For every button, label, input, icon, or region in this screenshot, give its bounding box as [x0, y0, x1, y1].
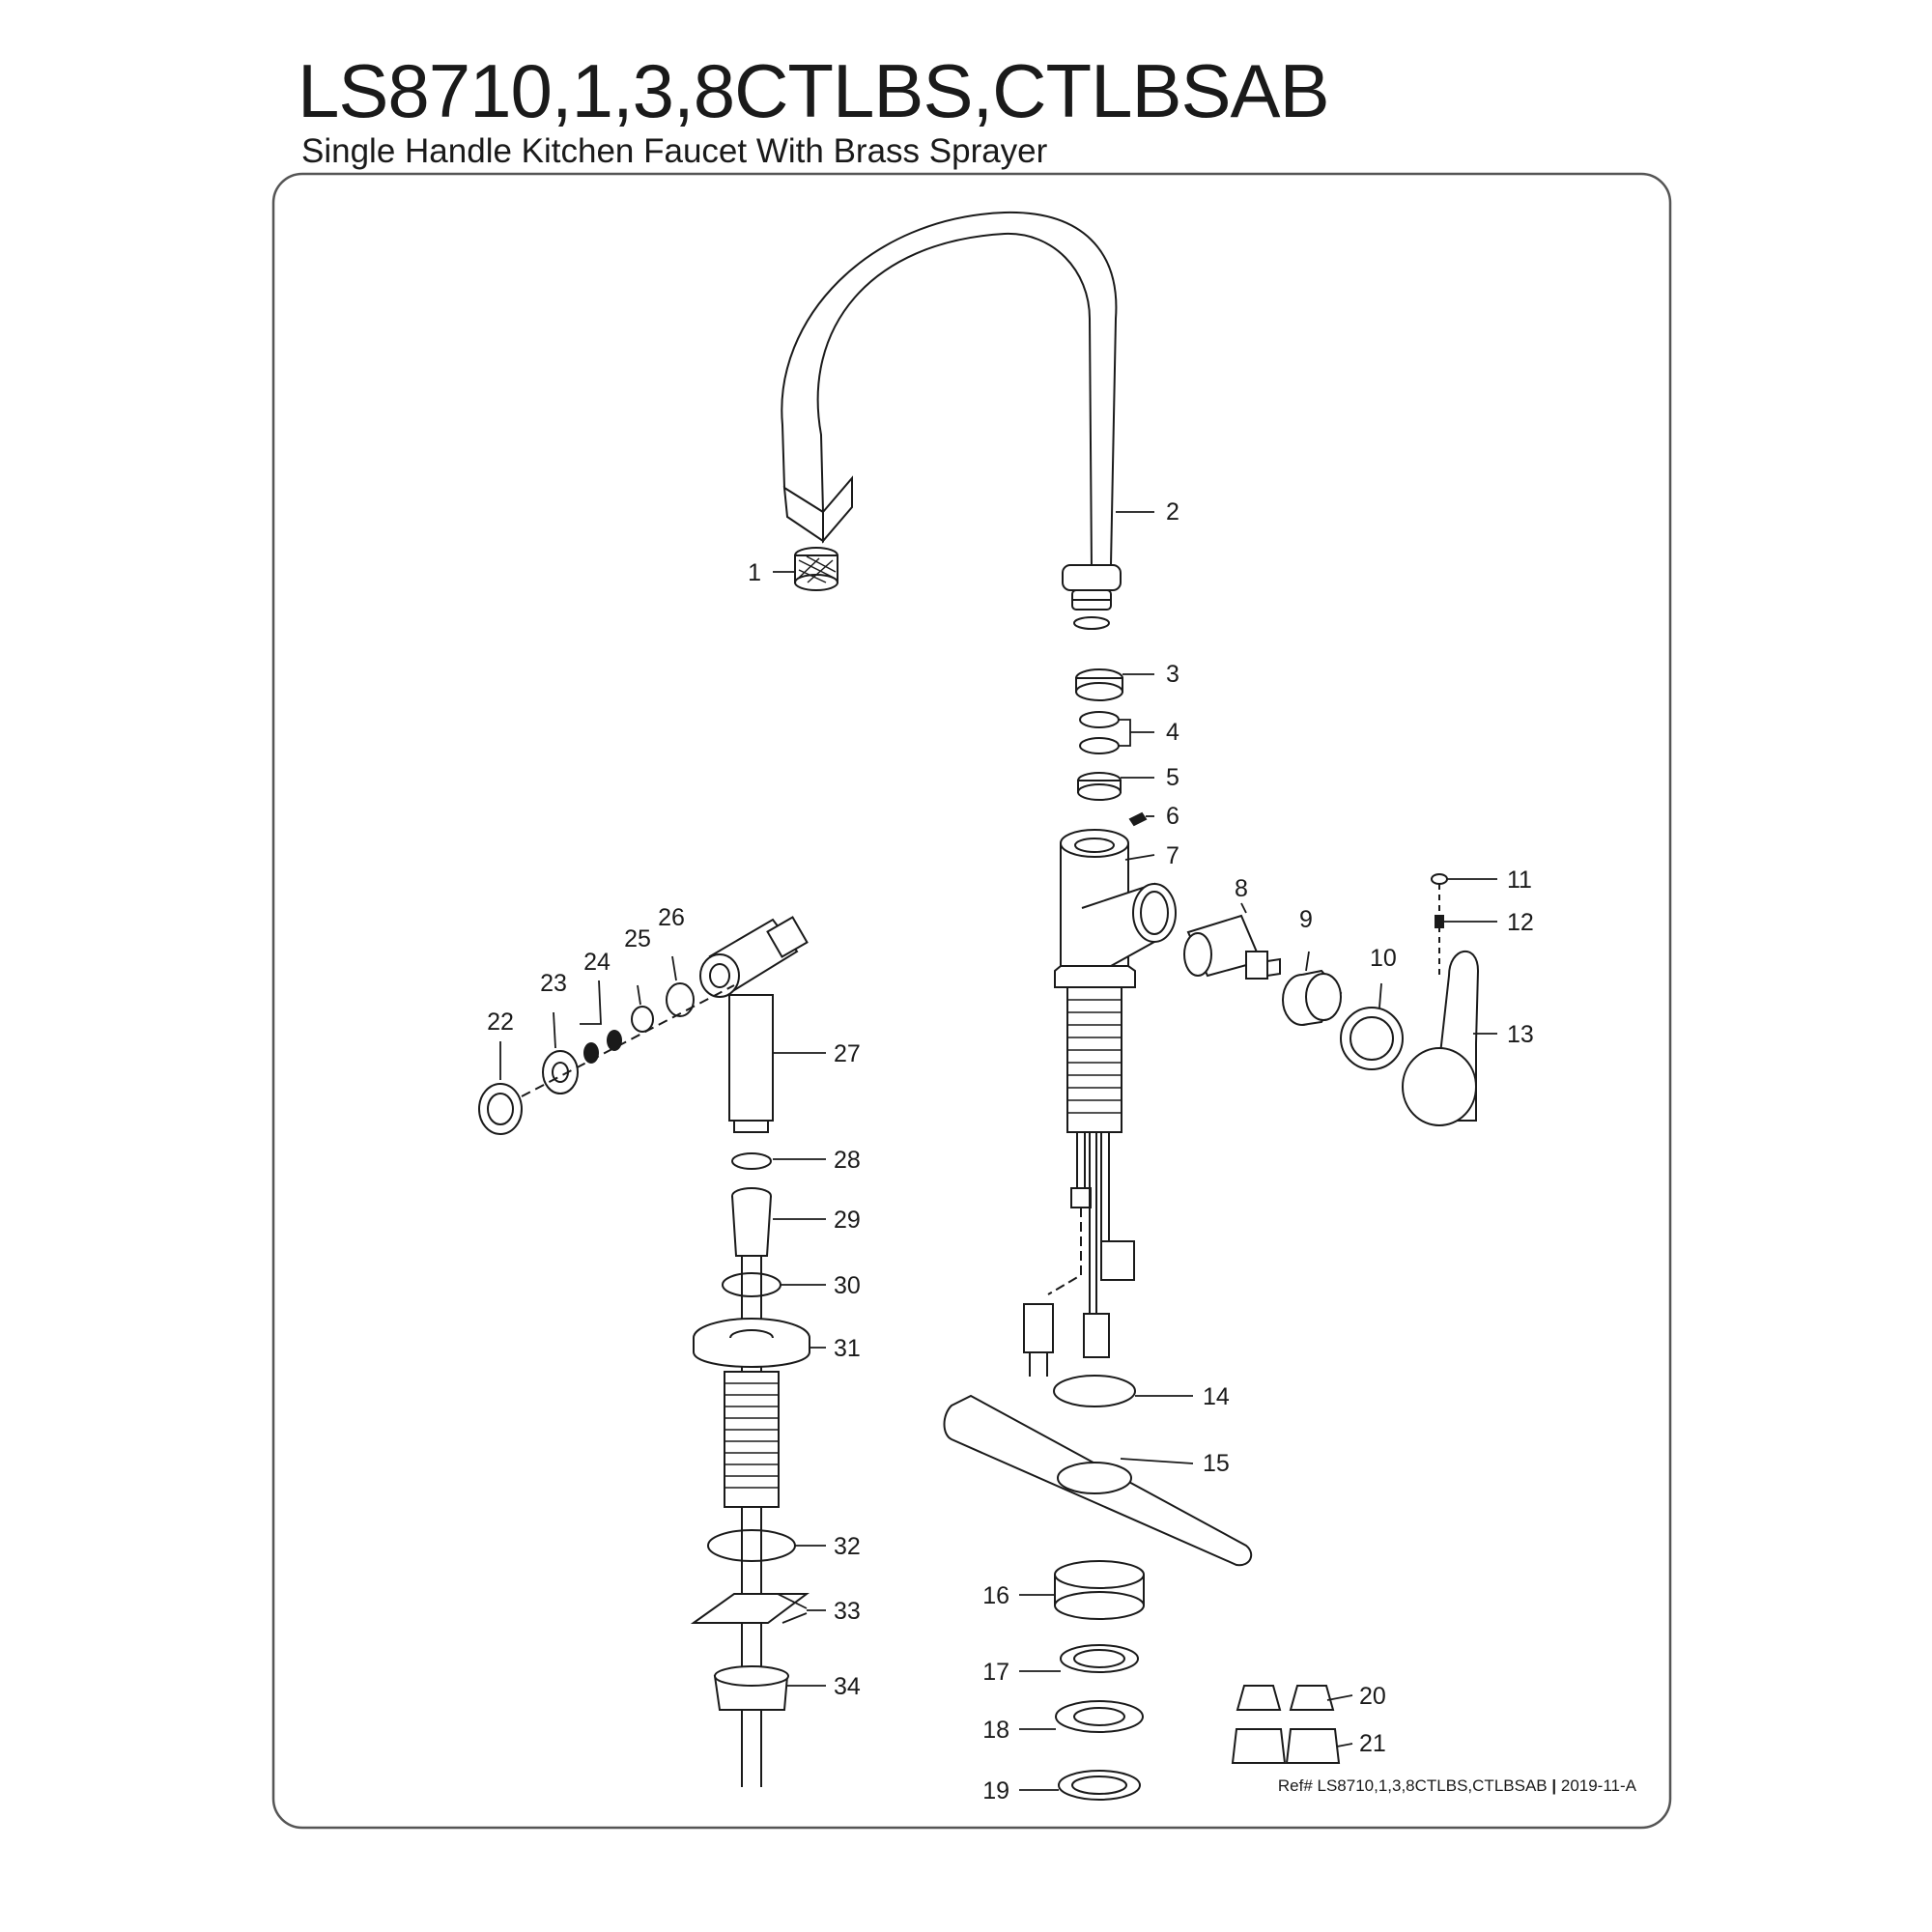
- nut-part-5: [1077, 772, 1122, 801]
- callout-26: 26: [658, 904, 685, 931]
- callout-19: 19: [982, 1777, 1009, 1804]
- o-ring-part-4b: [1079, 737, 1120, 754]
- leader-lines: [499, 511, 1497, 1791]
- washer-part-16: [1054, 1560, 1145, 1620]
- callout-28: 28: [834, 1147, 861, 1174]
- callout-22: 22: [487, 1009, 514, 1036]
- callout-25: 25: [624, 925, 651, 952]
- sprayer-head-part-27: [699, 916, 809, 1133]
- cap-part-10: [1340, 1007, 1404, 1070]
- callout-11: 11: [1507, 867, 1532, 894]
- washer-part-17: [1060, 1644, 1139, 1673]
- callout-7: 7: [1166, 842, 1179, 869]
- body-part-7: [1054, 829, 1177, 1133]
- handle-screw-part-11: [1431, 873, 1448, 885]
- callout-33: 33: [834, 1598, 861, 1625]
- nut-part-19: [1058, 1770, 1141, 1801]
- diagram-title: LS8710,1,3,8CTLBS,CTLBSAB: [298, 48, 1330, 133]
- o-ring-part-28: [731, 1152, 772, 1170]
- callout-6: 6: [1166, 803, 1179, 830]
- washers-part-24: [583, 1030, 622, 1064]
- callout-31: 31: [834, 1335, 861, 1362]
- spray-face-part-22: [478, 1083, 523, 1135]
- plate-part-33: [690, 1593, 810, 1624]
- callout-10: 10: [1370, 945, 1397, 972]
- set-screw-part-6: [1128, 811, 1148, 827]
- callout-labels: 1 2 3 4 5 6 7 8 9 10 11 12 13 14 15 16 1…: [487, 498, 1534, 1804]
- callout-15: 15: [1203, 1450, 1230, 1477]
- callout-23: 23: [540, 970, 567, 997]
- reference-number: Ref# LS8710,1,3,8CTLBS,CTLBSAB: [1277, 1776, 1548, 1795]
- revision-date: 2019-11-A: [1560, 1776, 1636, 1795]
- nut-part-3: [1075, 668, 1123, 701]
- callout-4: 4: [1166, 719, 1179, 746]
- spray-disc-part-23: [542, 1050, 579, 1094]
- diagram-frame: [271, 172, 1672, 1830]
- washer-part-26: [666, 982, 695, 1017]
- spout-part-2: [781, 211, 1122, 630]
- o-ring-part-25: [631, 1006, 654, 1033]
- callout-9: 9: [1299, 906, 1313, 933]
- callout-29: 29: [834, 1207, 861, 1234]
- washer-part-32: [707, 1529, 796, 1562]
- diagram-subtitle: Single Handle Kitchen Faucet With Brass …: [301, 132, 1048, 170]
- callout-13: 13: [1507, 1021, 1534, 1048]
- callout-34: 34: [834, 1673, 861, 1700]
- deck-plate-part-15: [943, 1394, 1253, 1567]
- o-ring-part-4a: [1079, 711, 1120, 728]
- callout-5: 5: [1166, 764, 1179, 791]
- footer-separator: |: [1551, 1776, 1557, 1795]
- cartridge-part-8: [1183, 914, 1281, 980]
- callout-3: 3: [1166, 661, 1179, 688]
- callout-20: 20: [1359, 1683, 1386, 1710]
- ferrules-part-20: [1236, 1685, 1335, 1711]
- callout-12: 12: [1507, 909, 1534, 936]
- callout-14: 14: [1203, 1383, 1230, 1410]
- reference-footer: Ref# LS8710,1,3,8CTLBS,CTLBSAB | 2019-11…: [1278, 1776, 1636, 1796]
- callout-17: 17: [982, 1659, 1009, 1686]
- washer-part-30: [722, 1272, 781, 1297]
- callout-2: 2: [1166, 498, 1179, 526]
- washer-part-18: [1055, 1700, 1144, 1733]
- nut-part-34: [713, 1665, 789, 1711]
- coupling-part-29: [731, 1187, 772, 1257]
- holder-flange-part-31: [693, 1318, 810, 1508]
- callout-16: 16: [982, 1582, 1009, 1609]
- callout-18: 18: [982, 1717, 1009, 1744]
- gasket-part-14: [1053, 1375, 1136, 1407]
- handle-part-13: [1402, 951, 1480, 1126]
- callout-32: 32: [834, 1533, 861, 1560]
- supply-lines: [1023, 1132, 1135, 1377]
- callout-30: 30: [834, 1272, 861, 1299]
- callout-21: 21: [1359, 1730, 1386, 1757]
- bonnet-nut-part-9: [1282, 969, 1343, 1026]
- callout-27: 27: [834, 1040, 861, 1067]
- compression-nuts-part-21: [1231, 1728, 1341, 1764]
- callout-8: 8: [1235, 875, 1248, 902]
- callout-24: 24: [583, 949, 611, 976]
- aerator-part-1: [794, 547, 838, 591]
- callout-1: 1: [748, 559, 761, 586]
